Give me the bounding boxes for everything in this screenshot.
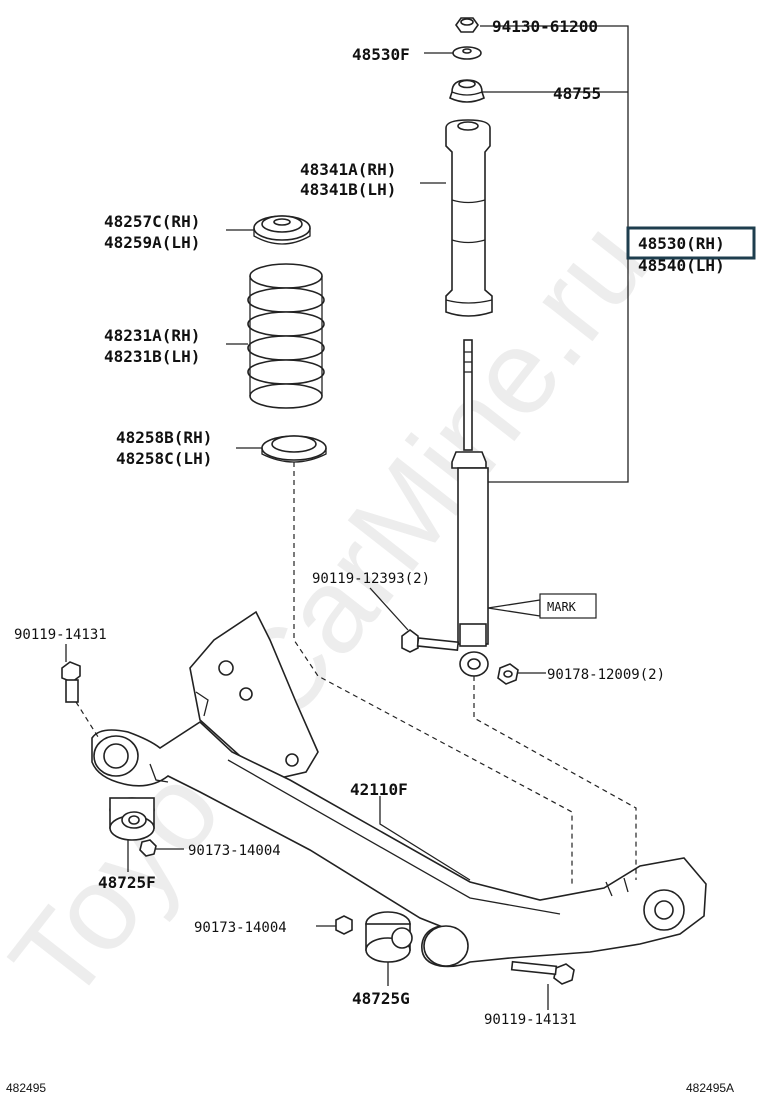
washer-48530F-part[interactable] [452, 46, 482, 60]
upper-spring-seat-part[interactable] [253, 215, 311, 245]
label-48258B[interactable]: 48258B(RH) [116, 428, 212, 447]
nut-94130-part[interactable] [455, 17, 479, 33]
highlight-box [626, 226, 756, 260]
label-48725G[interactable]: 48725G [352, 989, 410, 1008]
label-48530-rh[interactable]: 48530(RH) [638, 234, 725, 253]
label-48341A[interactable]: 48341A(RH) [300, 160, 396, 179]
footer-right-code: 482495A [686, 1081, 734, 1095]
label-48725F[interactable]: 48725F [98, 873, 156, 892]
coil-spring-48231-part[interactable] [247, 263, 325, 409]
label-48540-lh[interactable]: 48540(LH) [638, 256, 725, 275]
bushing-48725F-part[interactable] [109, 797, 155, 841]
bolt-90119-14131-bottom-part[interactable] [510, 960, 575, 985]
label-mark: MARK [547, 600, 577, 614]
label-90119-14131-bottom[interactable]: 90119-14131 [484, 1012, 577, 1028]
mark-box [539, 593, 597, 619]
nut-90173-right-part[interactable] [139, 839, 157, 857]
lower-spring-seat-part[interactable] [261, 435, 327, 463]
label-48258C[interactable]: 48258C(LH) [116, 449, 212, 468]
label-48259A[interactable]: 48259A(LH) [104, 233, 200, 252]
label-94130-61200[interactable]: 94130-61200 [492, 17, 598, 36]
label-48231A[interactable]: 48231A(RH) [104, 326, 200, 345]
bushing-48725G-part[interactable] [365, 911, 413, 963]
label-48755[interactable]: 48755 [553, 84, 601, 103]
dust-boot-48341-part[interactable] [445, 119, 493, 317]
bolt-90119-12393-part[interactable] [401, 629, 460, 653]
label-48231B[interactable]: 48231B(LH) [104, 347, 200, 366]
label-48530F[interactable]: 48530F [352, 45, 410, 64]
footer-left-code: 482495 [6, 1081, 46, 1095]
label-48341B[interactable]: 48341B(LH) [300, 180, 396, 199]
label-90173-14004-left[interactable]: 90173-14004 [194, 920, 287, 936]
rear-axle-beam-42110F-part[interactable] [91, 610, 707, 968]
label-90119-14131-top[interactable]: 90119-14131 [14, 627, 107, 643]
nut-90173-left-part[interactable] [335, 915, 353, 935]
shock-absorber-48530-part[interactable] [451, 339, 489, 677]
label-90119-12393[interactable]: 90119-12393(2) [312, 571, 430, 587]
label-48257C[interactable]: 48257C(RH) [104, 212, 200, 231]
support-48755-part[interactable] [449, 79, 485, 103]
label-90178-12009[interactable]: 90178-12009(2) [547, 667, 665, 683]
nut-90178-part[interactable] [497, 663, 519, 685]
label-90173-14004-right[interactable]: 90173-14004 [188, 843, 281, 859]
bolt-90119-14131-top-part[interactable] [61, 661, 81, 703]
label-42110F[interactable]: 42110F [350, 780, 408, 799]
